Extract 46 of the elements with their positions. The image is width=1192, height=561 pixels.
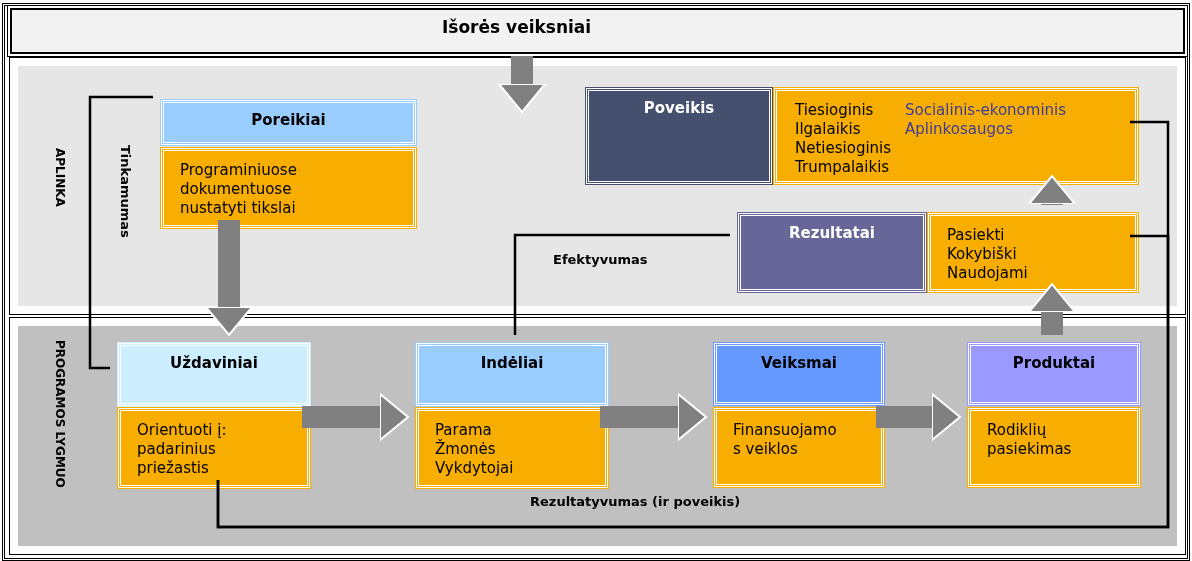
box-text: Programiniuose dokumentuose nustatyti tikslai [180, 161, 298, 218]
block-arrow [205, 220, 253, 336]
block-arrow [876, 393, 961, 441]
content-box [714, 408, 884, 487]
connector-line [88, 95, 153, 370]
box-heading: Rezultatai [788, 224, 876, 243]
box-text: Tiesioginis Ilgalaikis Netiesioginis Trumpalaikis [795, 101, 893, 177]
box-heading: Veiksmai [760, 354, 838, 373]
box-text: Orientuoti į: padarinius priežastis [137, 421, 228, 478]
content-box [928, 213, 1138, 292]
header-band [10, 8, 1185, 54]
box-text: Finansuojamo s veiklos [733, 421, 838, 459]
heading-box [968, 343, 1140, 405]
block-arrow [600, 393, 707, 441]
heading-box [416, 343, 608, 406]
section-label: PROGRAMOS LYGMUO [52, 340, 68, 488]
band-title: Išorės veiksniai [442, 18, 592, 37]
edge-label: Tinkamumas [118, 145, 133, 238]
section-label: APLINKA [52, 148, 68, 207]
box-heading: Uždaviniai [169, 354, 259, 373]
heading-box [161, 100, 416, 145]
block-arrow [498, 56, 546, 113]
block-arrow [1028, 175, 1076, 205]
connector-line [216, 234, 1170, 529]
edge-label: Rezultatyvumas (ir poveikis) [530, 494, 741, 509]
content-box [118, 408, 310, 488]
content-box [968, 408, 1140, 487]
block-arrow [302, 393, 409, 441]
heading-box [714, 343, 884, 405]
content-box [161, 148, 416, 228]
heading-box [586, 88, 772, 184]
box-text: Parama Žmonės Vykdytojai [435, 421, 515, 478]
content-box [416, 408, 608, 488]
box-heading: Indėliai [479, 354, 545, 373]
connector-line [513, 233, 730, 335]
edge-label: Efektyvumas [553, 252, 648, 267]
box-text: Pasiekti Kokybiški Naudojami [947, 226, 1029, 283]
heading-box [118, 343, 310, 406]
box-heading: Poveikis [642, 99, 716, 118]
content-box [774, 88, 1138, 184]
box-text: Socialinis-ekonominis Aplinkosaugos [905, 101, 1068, 139]
box-heading: Poreikiai [250, 111, 327, 130]
box-text: Rodiklių pasiekimas [987, 421, 1073, 459]
box-heading: Produktai [1011, 354, 1097, 373]
heading-box [738, 213, 926, 292]
block-arrow [1028, 283, 1076, 335]
